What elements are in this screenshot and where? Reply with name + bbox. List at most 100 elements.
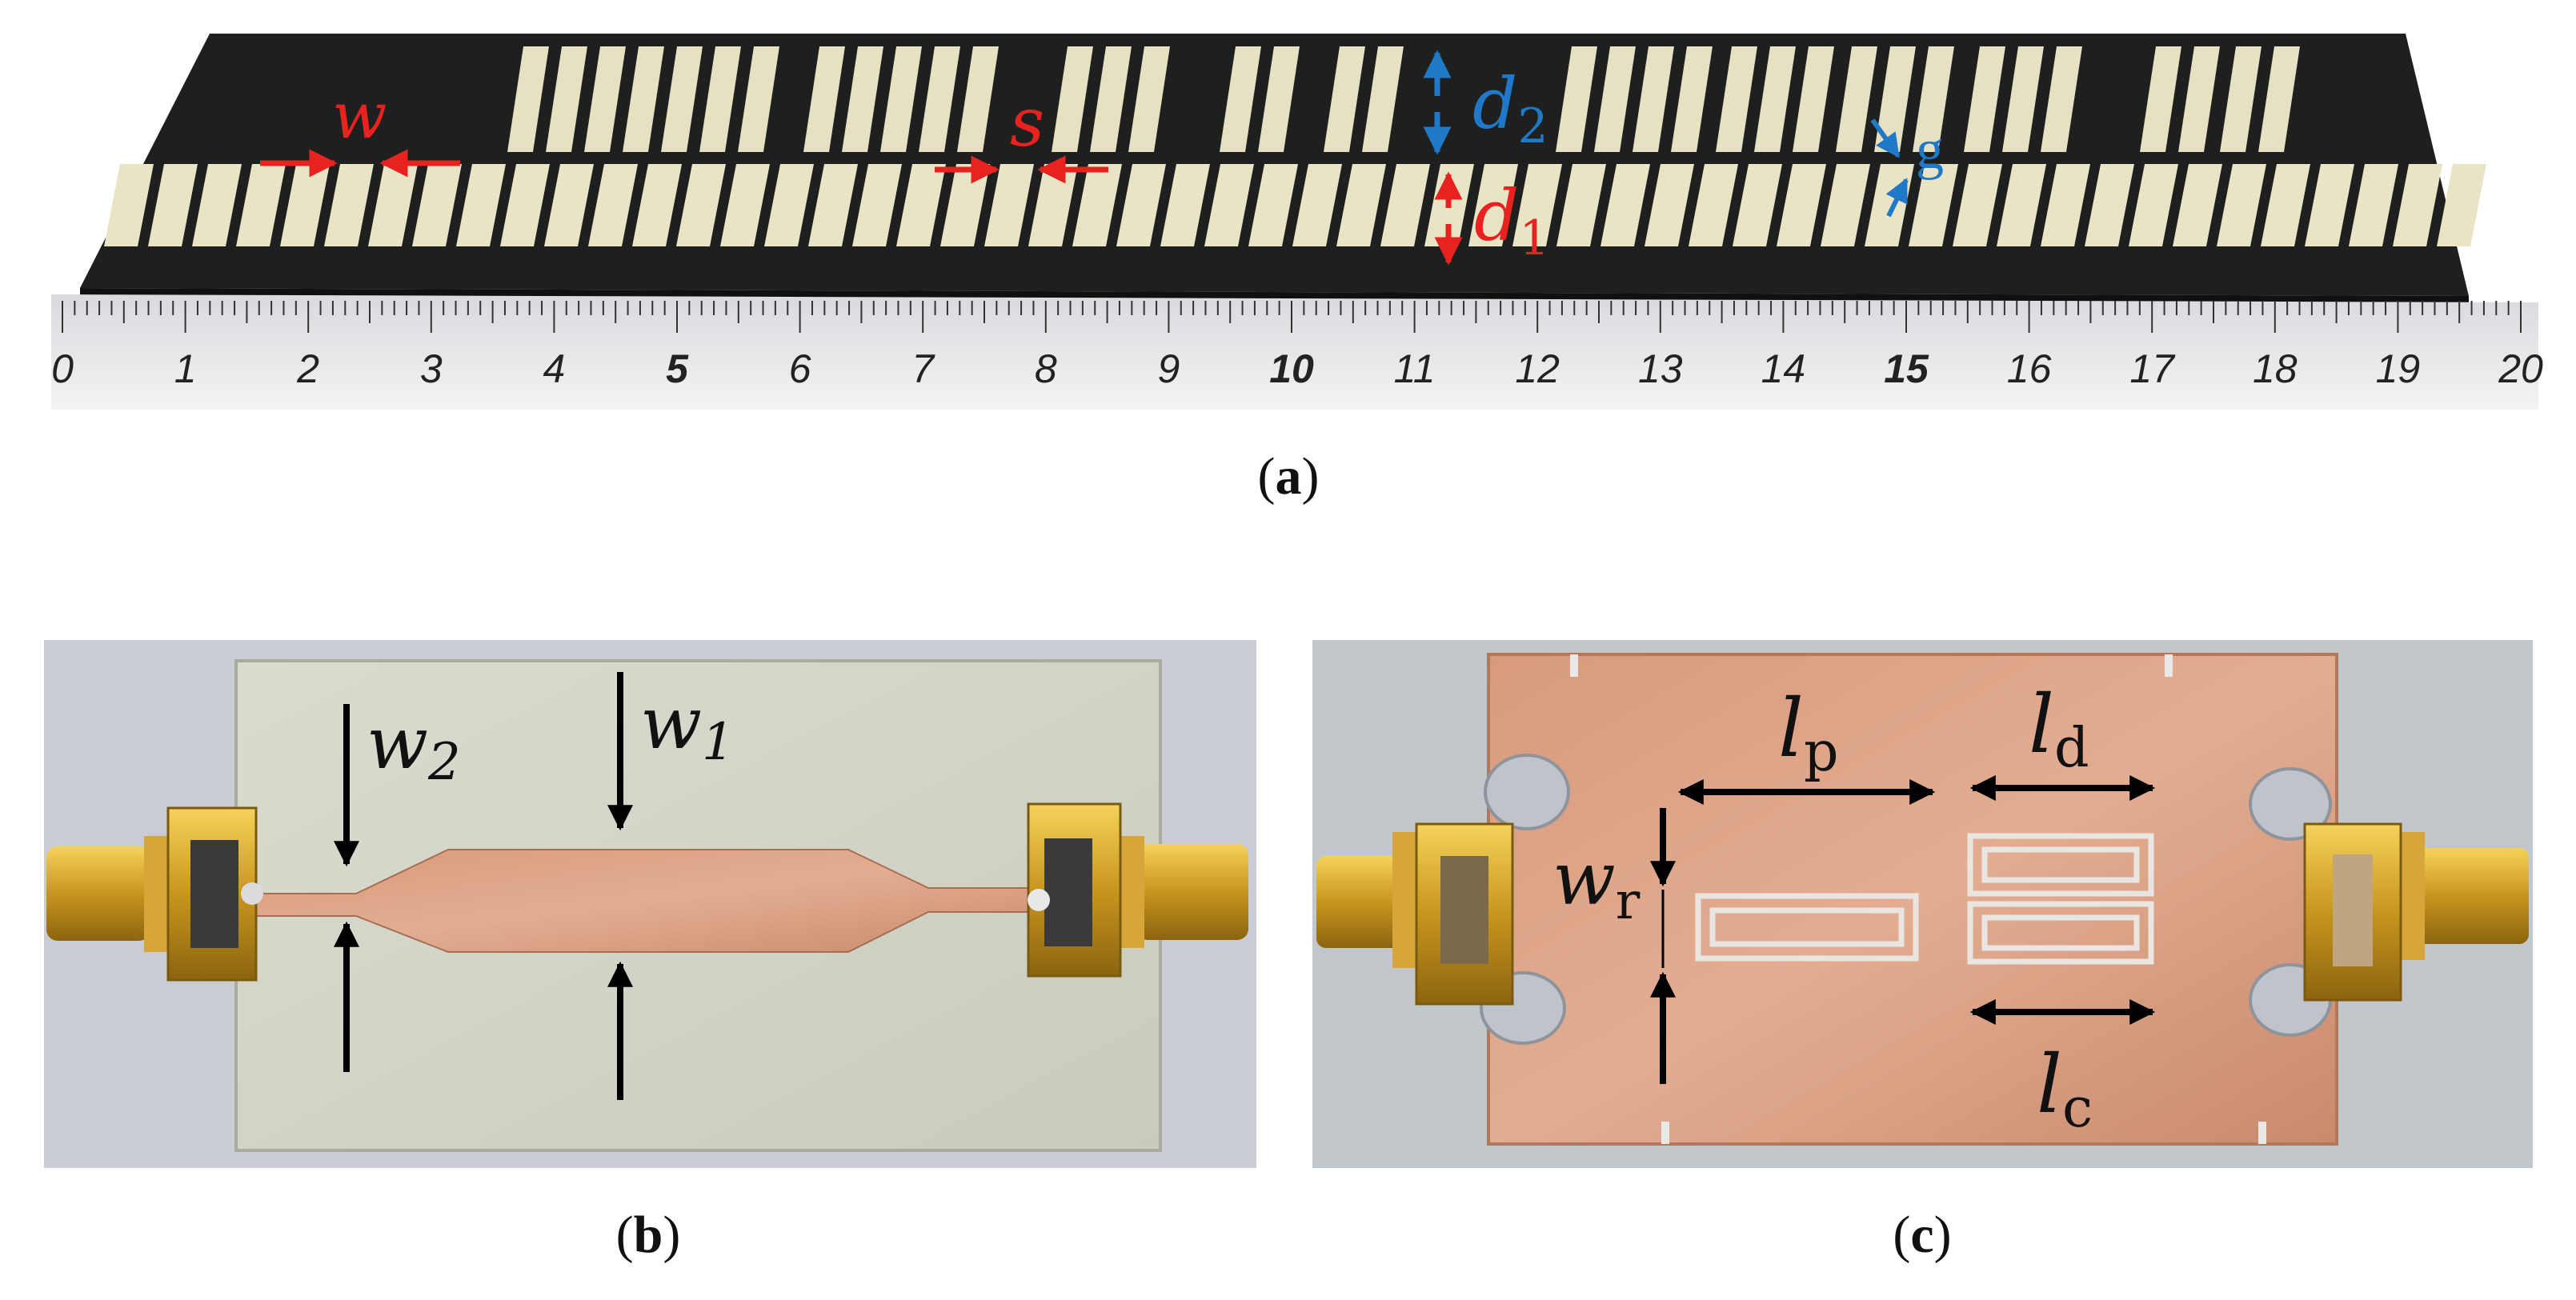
lower-pad — [2173, 164, 2222, 246]
ruler-tick-label: 13 — [1638, 346, 1683, 391]
lower-pad — [2217, 164, 2266, 246]
ruler-tick-label: 7 — [911, 346, 935, 391]
lower-pad — [544, 164, 594, 246]
annotation-d2: d2 — [1423, 50, 1548, 155]
upper-pad — [1913, 46, 1954, 152]
ruler-tick-label: 15 — [1884, 346, 1929, 391]
label-lc: lc — [2037, 1038, 2093, 1140]
ruler-tick-label: 17 — [2129, 346, 2176, 391]
ruler-tick-label: 12 — [1515, 346, 1560, 391]
lower-pad — [1645, 164, 1694, 246]
lower-pad — [1512, 164, 1562, 246]
lower-pad — [1380, 164, 1430, 246]
lower-pad — [1160, 164, 1210, 246]
label-w2: w2 — [367, 702, 461, 792]
upper-pad — [2002, 46, 2044, 152]
lower-pad — [1953, 164, 2002, 246]
label-wr: wr — [1552, 836, 1641, 931]
upper-pad — [1220, 46, 1261, 152]
upper-pad — [1716, 46, 1757, 152]
upper-pad — [1594, 46, 1636, 152]
ruler-tick-label: 14 — [1761, 346, 1806, 391]
upper-pad — [699, 46, 741, 152]
ruler-tick-label: 1 — [174, 346, 197, 391]
label-w1: w1 — [640, 682, 735, 772]
upper-pad-array — [507, 46, 2300, 152]
label-d2: d2 — [1472, 62, 1548, 154]
sma-connector-right — [2303, 822, 2529, 1002]
solder-joint — [1484, 754, 1570, 830]
lower-pad — [764, 164, 814, 246]
upper-pad — [1324, 46, 1365, 152]
lower-pad — [2305, 164, 2354, 246]
panel-c: lp ld wr lc — [1312, 640, 2533, 1168]
lower-pad — [1072, 164, 1122, 246]
lower-pad — [1777, 164, 1826, 246]
label-s: s — [1010, 83, 1044, 162]
lower-pad — [1821, 164, 1870, 246]
lower-pad — [896, 164, 946, 246]
lower-pad — [808, 164, 858, 246]
notch-top-right — [2165, 654, 2173, 677]
lower-pad — [1292, 164, 1342, 246]
lower-pad — [1556, 164, 1606, 246]
lower-pad — [500, 164, 550, 246]
upper-pad — [1964, 46, 2005, 152]
lower-pad — [456, 164, 506, 246]
sma-connector-left — [46, 806, 263, 982]
lower-pad — [236, 164, 286, 246]
upper-pad — [2220, 46, 2262, 152]
upper-pad — [1754, 46, 1796, 152]
upper-pad — [919, 46, 960, 152]
upper-pad — [1633, 46, 1674, 152]
notch-top-left — [1570, 654, 1578, 677]
lower-pad — [1600, 164, 1650, 246]
dgs-resonators — [1695, 833, 2154, 965]
ruler-tick-label: 20 — [2498, 346, 2543, 391]
lower-pad — [1204, 164, 1254, 246]
ruler-tick-label: 18 — [2253, 346, 2298, 391]
upper-pad — [584, 46, 626, 152]
ruler-tick-label: 4 — [543, 346, 565, 391]
ruler-tick-label: 2 — [296, 346, 319, 391]
caption-a: (a) — [1257, 447, 1320, 506]
lower-pad — [2393, 164, 2442, 246]
ruler — [51, 294, 2538, 410]
ruler-tick-label: 0 — [51, 346, 74, 391]
upper-pad — [1671, 46, 1713, 152]
lower-pad — [148, 164, 198, 246]
sma-connector-right — [1027, 802, 1248, 978]
lower-pad — [2261, 164, 2310, 246]
ruler-tick-label: 3 — [420, 346, 443, 391]
annotation-s: s — [935, 83, 1108, 184]
lower-pad — [632, 164, 682, 246]
lower-pad — [984, 164, 1034, 246]
upper-pad — [546, 46, 587, 152]
lower-pad — [280, 164, 330, 246]
lower-pad — [1733, 164, 1782, 246]
ruler-tick-label: 19 — [2376, 346, 2421, 391]
lower-pad — [2085, 164, 2134, 246]
lower-pad — [104, 164, 154, 246]
lower-pad — [1689, 164, 1738, 246]
caption-b: (b) — [615, 1206, 681, 1264]
upper-pad — [957, 46, 999, 152]
upper-pad — [1052, 46, 1093, 152]
upper-pad — [661, 46, 703, 152]
lower-pad — [1248, 164, 1298, 246]
lower-pad — [192, 164, 242, 246]
ruler-tick-label: 16 — [2007, 346, 2052, 391]
upper-pad — [1362, 46, 1404, 152]
caption-c: (c) — [1893, 1206, 1952, 1264]
upper-pad — [738, 46, 779, 152]
upper-pad — [1090, 46, 1132, 152]
notch-bottom-right — [2258, 1122, 2266, 1144]
annotation-w: w — [260, 78, 460, 178]
lower-pad — [1909, 164, 1958, 246]
upper-pad — [1874, 46, 1916, 152]
label-w: w — [332, 78, 387, 153]
ruler-tick-label: 5 — [666, 346, 689, 391]
lower-pad — [1468, 164, 1518, 246]
